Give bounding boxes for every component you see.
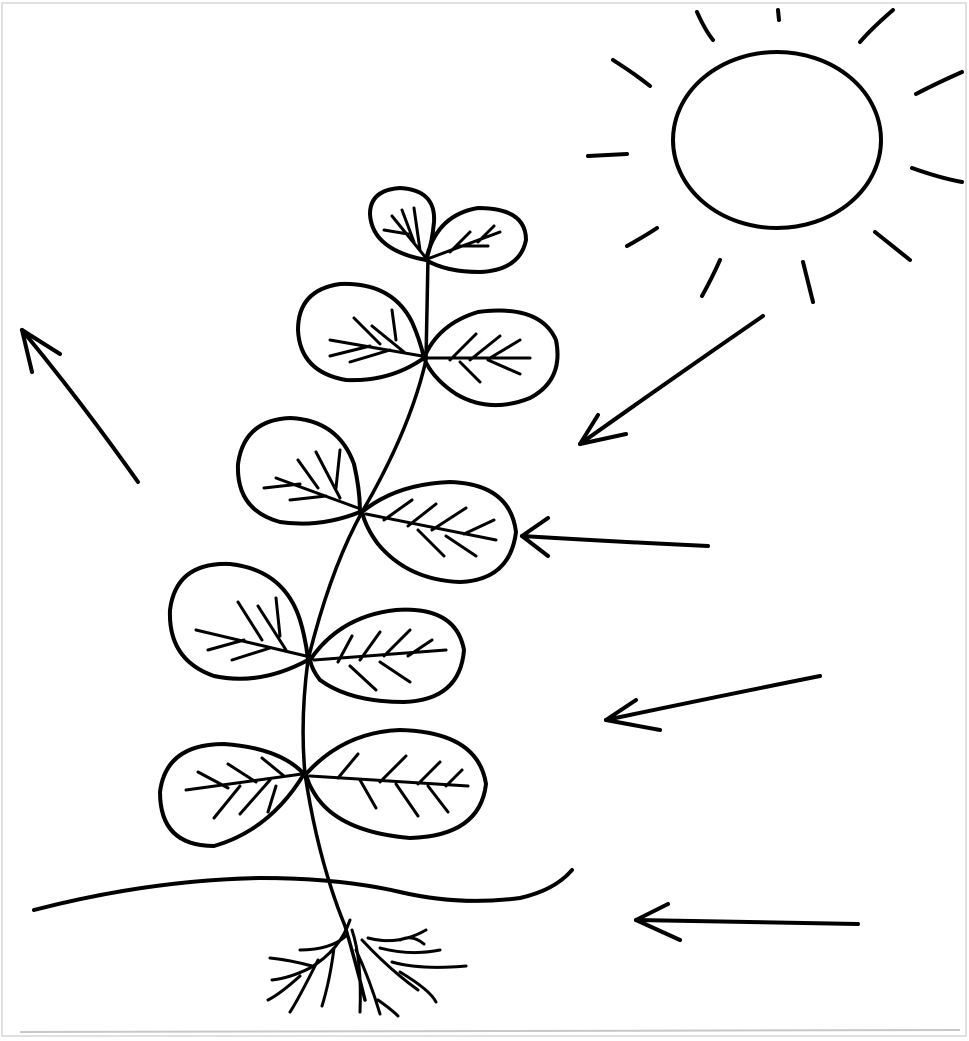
leaf [238,418,360,524]
roots [268,920,466,1016]
sun-ray [860,10,893,42]
arrow-middle [606,676,820,730]
arrow-to-leaf [522,518,708,556]
leaf-pair-3 [238,418,516,582]
leaf-pair-top [370,188,526,272]
leaf [170,564,308,679]
sun-ray [627,228,657,246]
arrow-up-left [22,330,138,482]
sun-ray [697,12,713,40]
leaf [298,284,424,380]
leaf-pair-bottom [160,730,486,846]
sun-ray [916,72,962,94]
sun-disc [673,52,881,228]
arrow-from-sun [580,316,763,444]
sun-ray [912,168,962,182]
sun-ray [588,154,627,156]
sun [673,52,881,228]
arrow-bottom [636,904,858,940]
sun-ray [702,260,720,296]
ground-line [34,870,572,910]
sun-ray [613,60,650,86]
leaf [362,482,516,582]
paper-bottom-edge [20,1030,960,1032]
leaf-pair-4 [170,564,464,702]
sun-ray [875,232,910,260]
sun-ray [778,10,779,20]
sun-ray [803,262,813,302]
leaf [370,188,434,260]
arrows [22,316,858,940]
paper-edge [2,3,966,1036]
